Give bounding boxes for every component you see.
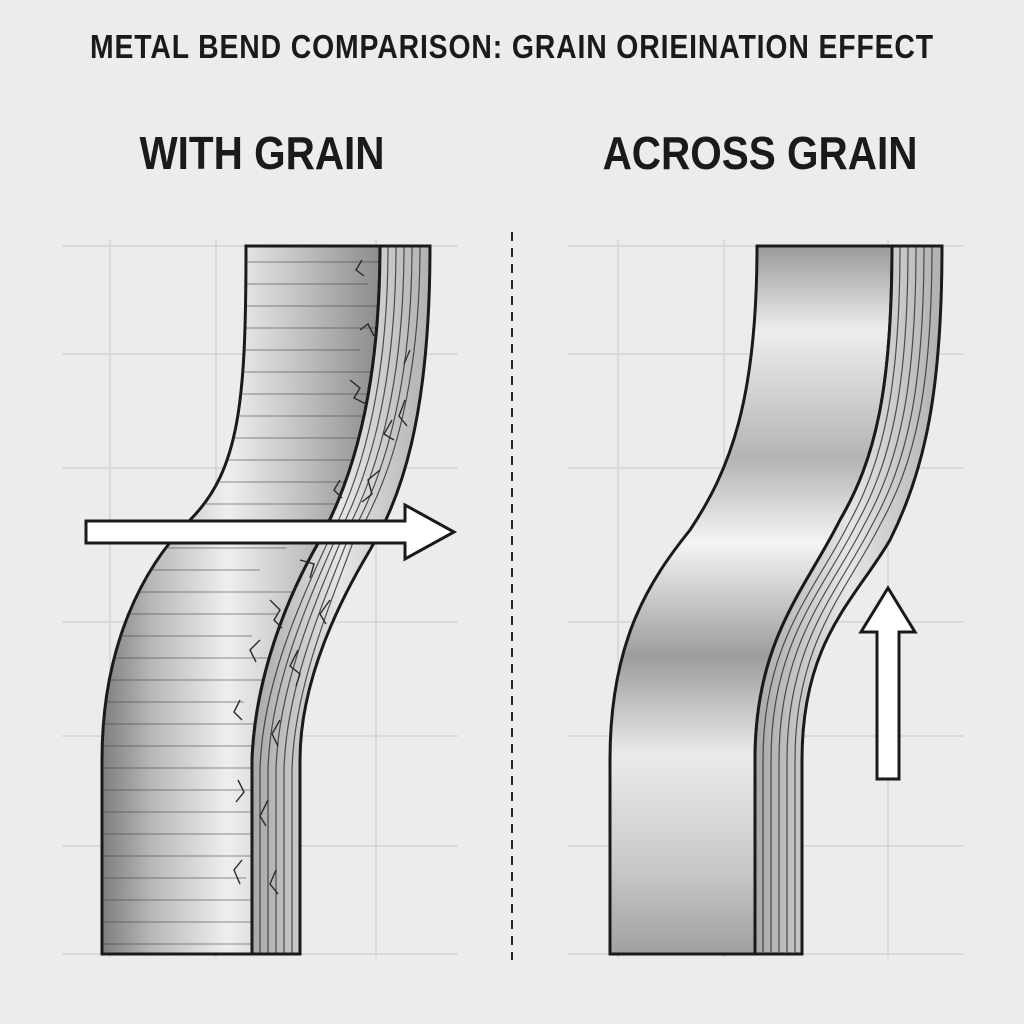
- panel-title-with-grain: WITH GRAIN: [139, 127, 385, 179]
- arrow-up-icon: [858, 585, 918, 781]
- edge-layer-line: [786, 246, 925, 954]
- metal-strip-with-grain: [100, 244, 432, 956]
- page-title: METAL BEND COMPARISON: GRAIN ORIEINATION…: [89, 28, 934, 65]
- edge-layer-line: [283, 246, 413, 954]
- grain-lines-vertical: [762, 246, 933, 954]
- metal-strip-across-grain: [608, 244, 944, 956]
- panel-title-across-grain: ACROSS GRAIN: [602, 127, 918, 179]
- edge-layer-line: [291, 246, 421, 954]
- edge-layer-line: [770, 246, 909, 954]
- edge-layer-line: [794, 246, 933, 954]
- edge-layer-line: [267, 246, 397, 954]
- arrow-right-icon: [84, 502, 458, 562]
- edge-layers-left: [259, 246, 421, 954]
- edge-layer-line: [259, 246, 389, 954]
- edge-layer-line: [275, 246, 405, 954]
- edge-layer-line: [778, 246, 917, 954]
- edge-layer-line: [762, 246, 901, 954]
- strip-edge-right: [753, 244, 944, 956]
- crack-marks: [233, 259, 411, 895]
